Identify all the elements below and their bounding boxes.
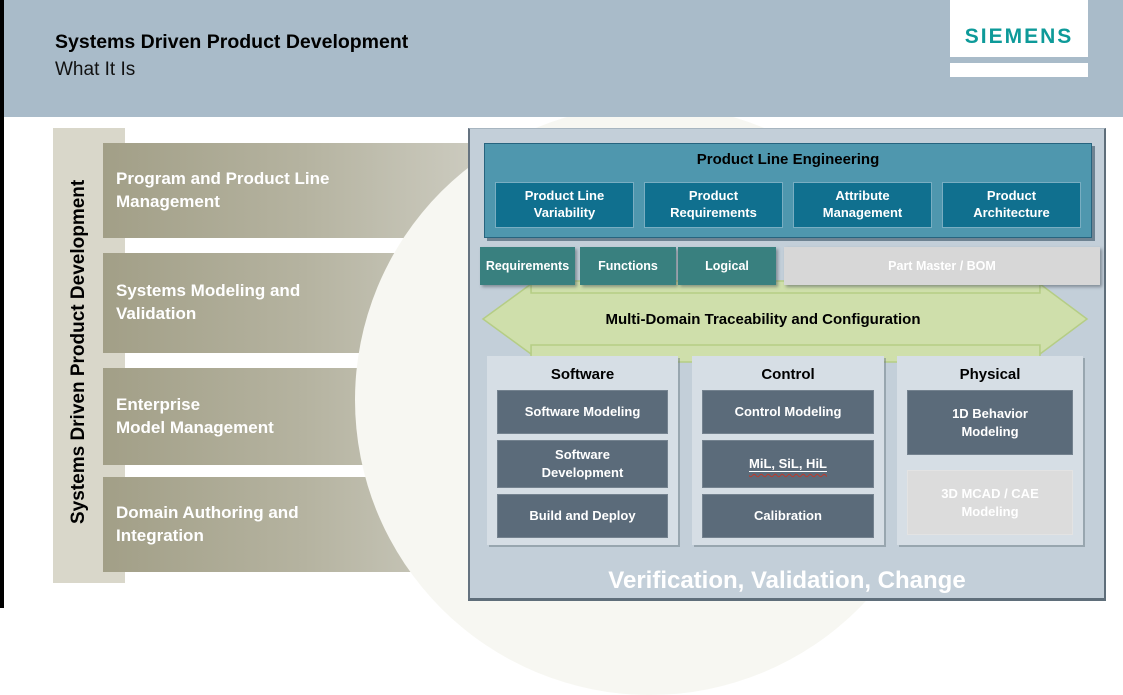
left-edge-strip xyxy=(0,0,4,608)
artifact-box-requirements: Requirements xyxy=(480,247,575,285)
traceability-arrow-label: Multi-Domain Traceability and Configurat… xyxy=(605,310,921,328)
ple-box-product-architecture: Product Architecture xyxy=(942,182,1081,228)
page-subtitle: What It Is xyxy=(55,59,136,80)
ple-box-product-line-variability: Product Line Variability xyxy=(495,182,634,228)
control-box-control-modeling: Control Modeling xyxy=(702,390,874,434)
software-box-software-modeling: Software Modeling xyxy=(497,390,668,434)
column-title-control: Control xyxy=(761,365,815,383)
physical-box-3d-mcad-cae-modeling: 3D MCAD / CAE Modeling xyxy=(907,470,1073,535)
architecture-panel: Product Line Engineering Product Line Va… xyxy=(468,128,1106,601)
process-bar-label: Program and Product Line Management xyxy=(116,168,330,211)
physical-box-1d-behavior-modeling: 1D Behavior Modeling xyxy=(907,390,1073,455)
process-bar-label: Domain Authoring and Integration xyxy=(116,502,299,545)
ple-title: Product Line Engineering xyxy=(696,151,880,168)
column-title-physical: Physical xyxy=(959,365,1021,383)
domain-column-control: Control Control Modeling MiL, SiL, HiL C… xyxy=(692,356,884,545)
ple-box-product-requirements: Product Requirements xyxy=(644,182,783,228)
column-title-software: Software xyxy=(550,365,615,383)
process-bar-program-product-line: Program and Product Line Management xyxy=(103,143,468,238)
control-box-calibration: Calibration xyxy=(702,494,874,538)
artifact-box-functions: Functions xyxy=(580,247,676,285)
ple-box-attribute-management: Attribute Management xyxy=(793,182,932,228)
process-bar-label: Systems Modeling and Validation xyxy=(116,281,301,323)
product-line-engineering-group: Product Line Engineering Product Line Va… xyxy=(484,143,1092,238)
vertical-band-label: Systems Driven Product Development xyxy=(68,179,89,525)
siemens-logo-text: SIEMENS xyxy=(964,25,1074,48)
artifact-box-part-master-bom: Part Master / BOM xyxy=(784,247,1100,285)
traceability-arrow-shape xyxy=(481,280,1089,363)
siemens-logo-underbar xyxy=(950,63,1088,77)
page-title: Systems Driven Product Development xyxy=(55,31,409,53)
domain-column-software: Software Software Modeling Software Deve… xyxy=(487,356,678,545)
control-box-mil-sil-hil: MiL, SiL, HiL xyxy=(702,440,874,488)
software-box-software-development: Software Development xyxy=(497,440,668,488)
domain-column-physical: Physical 1D Behavior Modeling 3D MCAD / … xyxy=(897,356,1083,545)
artifact-box-logical: Logical xyxy=(678,247,776,285)
process-bar-label: Enterprise Model Management xyxy=(116,394,274,437)
mil-sil-hil-label: MiL, SiL, HiL xyxy=(749,456,827,472)
verification-validation-change-caption: Verification, Validation, Change xyxy=(608,567,966,594)
header: Systems Driven Product Development What … xyxy=(0,0,1123,117)
ple-row: Product Line Variability Product Require… xyxy=(495,182,1081,228)
siemens-logo: SIEMENS xyxy=(950,0,1088,57)
software-box-build-and-deploy: Build and Deploy xyxy=(497,494,668,538)
